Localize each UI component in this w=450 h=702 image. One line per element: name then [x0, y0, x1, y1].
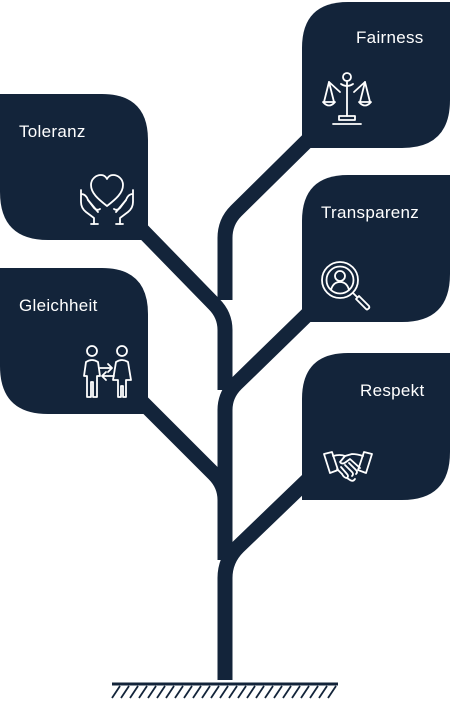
leaf-label-respekt: Respekt — [360, 381, 425, 400]
ground-hatch-line — [201, 685, 211, 699]
ground-hatch-line — [246, 685, 256, 699]
ground-hatch-line — [129, 685, 139, 699]
ground-hatch-line — [174, 685, 184, 699]
leaf-label-transparenz: Transparenz — [321, 203, 420, 222]
leaf-label-gleichheit: Gleichheit — [19, 296, 98, 315]
ground-hatch-line — [300, 685, 310, 699]
ground-hatch-line — [255, 685, 265, 699]
ground-hatch-line — [147, 685, 157, 699]
scales-justice-icon — [322, 72, 372, 125]
ground-hatch-line — [192, 685, 202, 699]
branch-right-high — [217, 130, 318, 300]
ground-hatch-line — [318, 685, 328, 699]
ground-hatch-line — [120, 685, 130, 699]
ground-hatch-line — [165, 685, 175, 699]
leaf-label-fairness: Fairness — [356, 28, 424, 47]
handshake-icon — [323, 451, 373, 482]
magnifier-person-icon — [321, 261, 371, 311]
heart-in-hands-icon — [80, 174, 134, 225]
branch-right-mid — [217, 304, 318, 500]
branch-left-low — [134, 394, 233, 560]
ground-hatch-line — [291, 685, 301, 699]
ground-hatch-line — [219, 685, 229, 699]
ground-hatch-line — [264, 685, 274, 699]
leaf-gleichheit — [0, 268, 148, 414]
ground-hatch-line — [273, 685, 283, 699]
ground-hatch-line — [111, 685, 121, 699]
leaf-fairness — [302, 2, 450, 148]
ground-hatch-line — [327, 685, 337, 699]
ground-hatch-line — [156, 685, 166, 699]
ground-hatch-line — [282, 685, 292, 699]
ground-hatch-line — [237, 685, 247, 699]
ground-hatch-line — [183, 685, 193, 699]
tree-branches — [134, 130, 324, 680]
ground — [111, 682, 338, 699]
two-people-exchange-icon — [83, 345, 132, 398]
ground-hatch-line — [228, 685, 238, 699]
trunk — [217, 464, 324, 680]
branch-left-mid — [134, 222, 233, 390]
ground-hatch-line — [210, 685, 220, 699]
ground-hatch-line — [138, 685, 148, 699]
leaf-label-toleranz: Toleranz — [19, 122, 86, 141]
leaf-respekt — [302, 353, 450, 500]
leaf-transparenz — [302, 175, 450, 322]
ground-hatch-line — [309, 685, 319, 699]
